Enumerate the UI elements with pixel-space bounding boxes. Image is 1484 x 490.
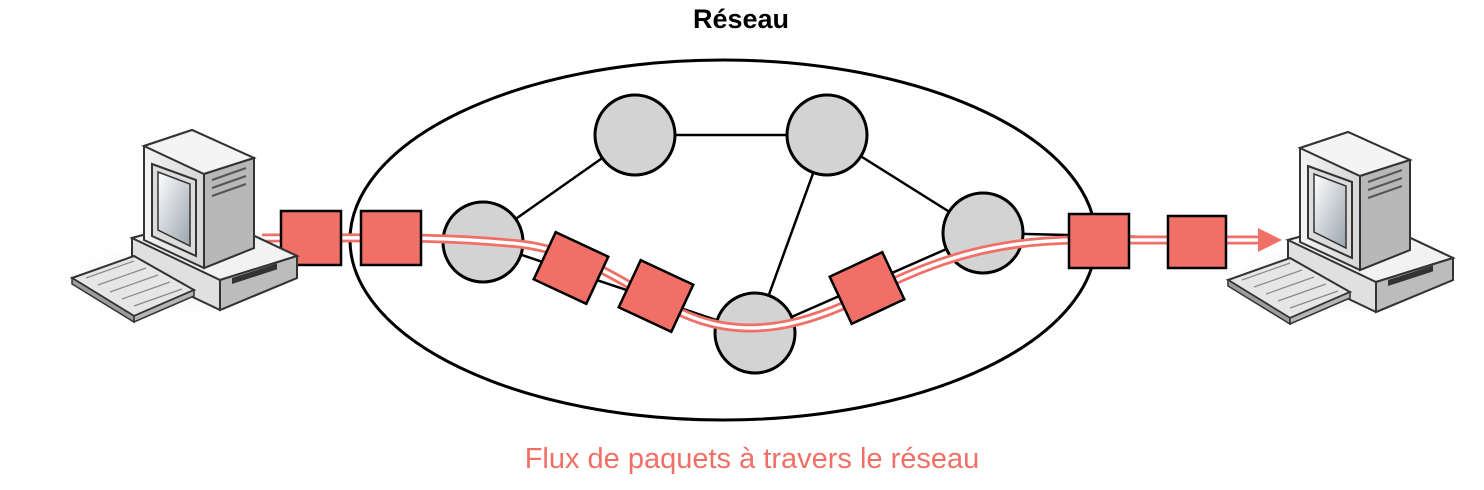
packet-2	[359, 209, 423, 267]
network-nodes	[441, 93, 1025, 375]
router-node-top-right	[785, 93, 869, 177]
diagram-caption: Flux de paquets à travers le réseau	[525, 443, 980, 475]
computer-icon	[56, 129, 298, 323]
packet-flow-path	[261, 228, 1282, 333]
packet-6	[1067, 212, 1131, 270]
computer-icon	[1212, 131, 1454, 325]
router-node-bottom	[713, 291, 797, 375]
packet-5	[828, 250, 906, 326]
packets	[279, 209, 1228, 334]
packet-4	[617, 258, 695, 334]
packet-7	[1166, 214, 1228, 270]
diagram-title: Réseau	[693, 4, 789, 34]
flow-arrowhead	[1258, 228, 1282, 252]
link-mid-left-bottom	[482, 240, 756, 335]
packet-3	[532, 230, 610, 306]
router-node-top-left	[593, 93, 677, 177]
